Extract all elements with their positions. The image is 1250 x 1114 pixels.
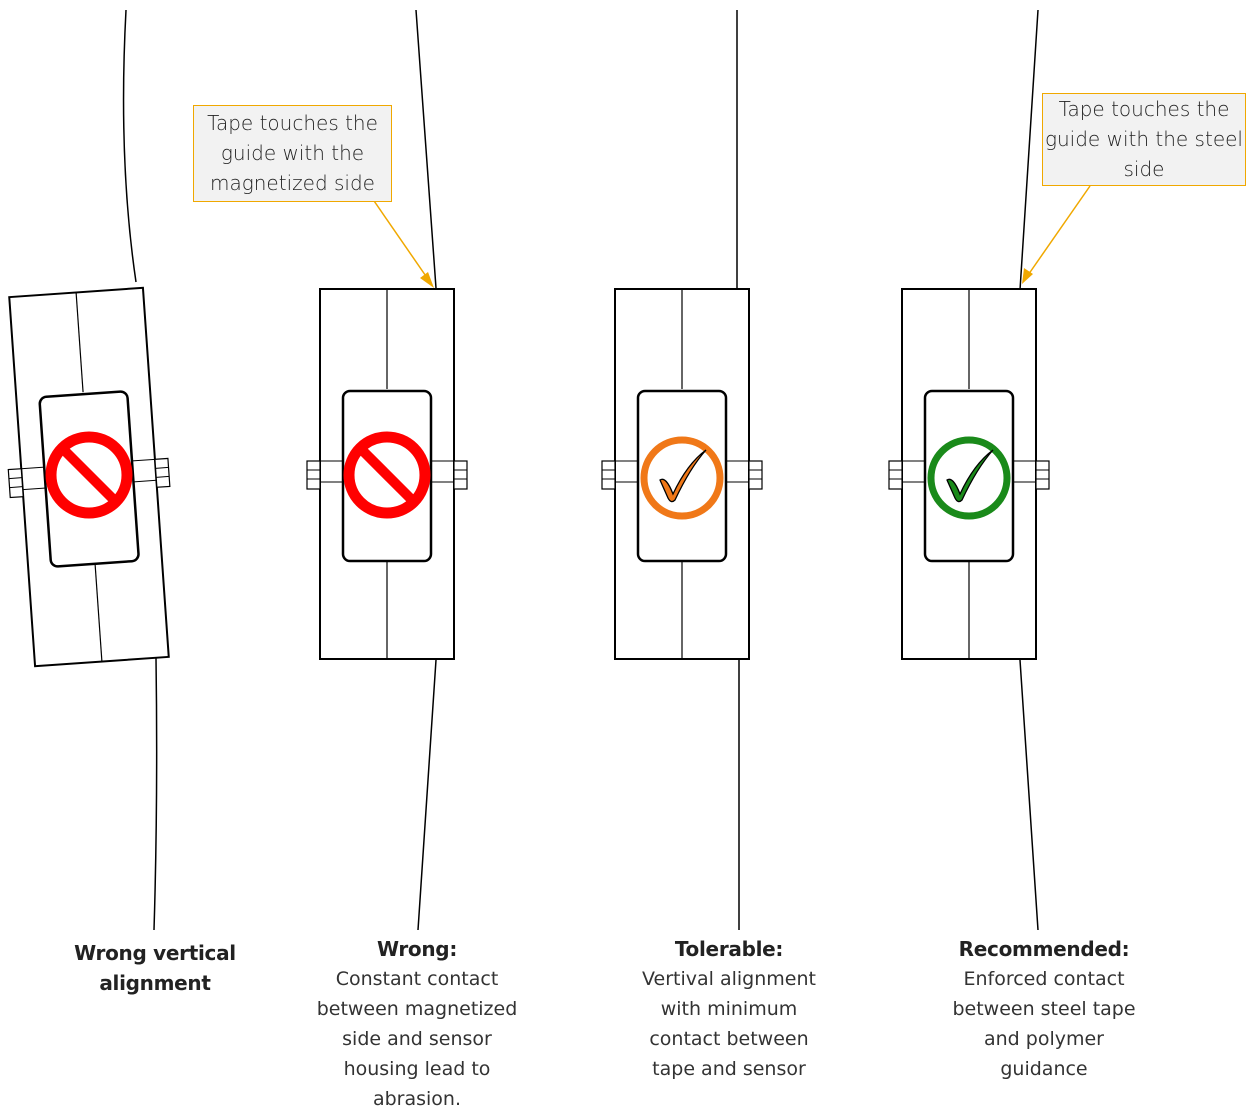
callout-steel-side: Tape touches the guide with the steel si… — [1042, 93, 1246, 186]
caption-heading: Tolerable: — [674, 937, 784, 961]
tape-2 — [415, 9, 437, 931]
checkmark-icon — [640, 436, 724, 520]
caption-heading: Wrong vertical alignment — [74, 941, 236, 995]
caption-recommended: Recommended: Enforced contact between st… — [942, 934, 1146, 1084]
caption-wrong-vertical: Wrong vertical alignment — [55, 938, 255, 998]
caption-heading: Recommended: — [958, 937, 1130, 961]
caption-wrong: Wrong: Constant contact between magnetiz… — [306, 934, 528, 1114]
caption-tolerable: Tolerable: Vertival alignment with minim… — [630, 934, 828, 1084]
callout-magnetized-side: Tape touches the guide with the magnetiz… — [193, 105, 392, 202]
tape-4 — [1019, 9, 1039, 931]
prohibited-icon — [51, 437, 127, 513]
prohibited-icon — [349, 437, 425, 513]
tape-1 — [122, 9, 158, 931]
checkmark-icon — [927, 436, 1011, 520]
callout-arrow-1 — [371, 197, 434, 288]
callout-arrow-2 — [1022, 185, 1091, 284]
caption-heading: Wrong: — [376, 937, 458, 961]
caption-description: Enforced contact between steel tape and … — [952, 968, 1136, 1080]
caption-description: Vertival alignment with minimum contact … — [642, 968, 816, 1080]
caption-description: Constant contact between magnetized side… — [316, 968, 518, 1110]
tape-3 — [736, 10, 740, 930]
